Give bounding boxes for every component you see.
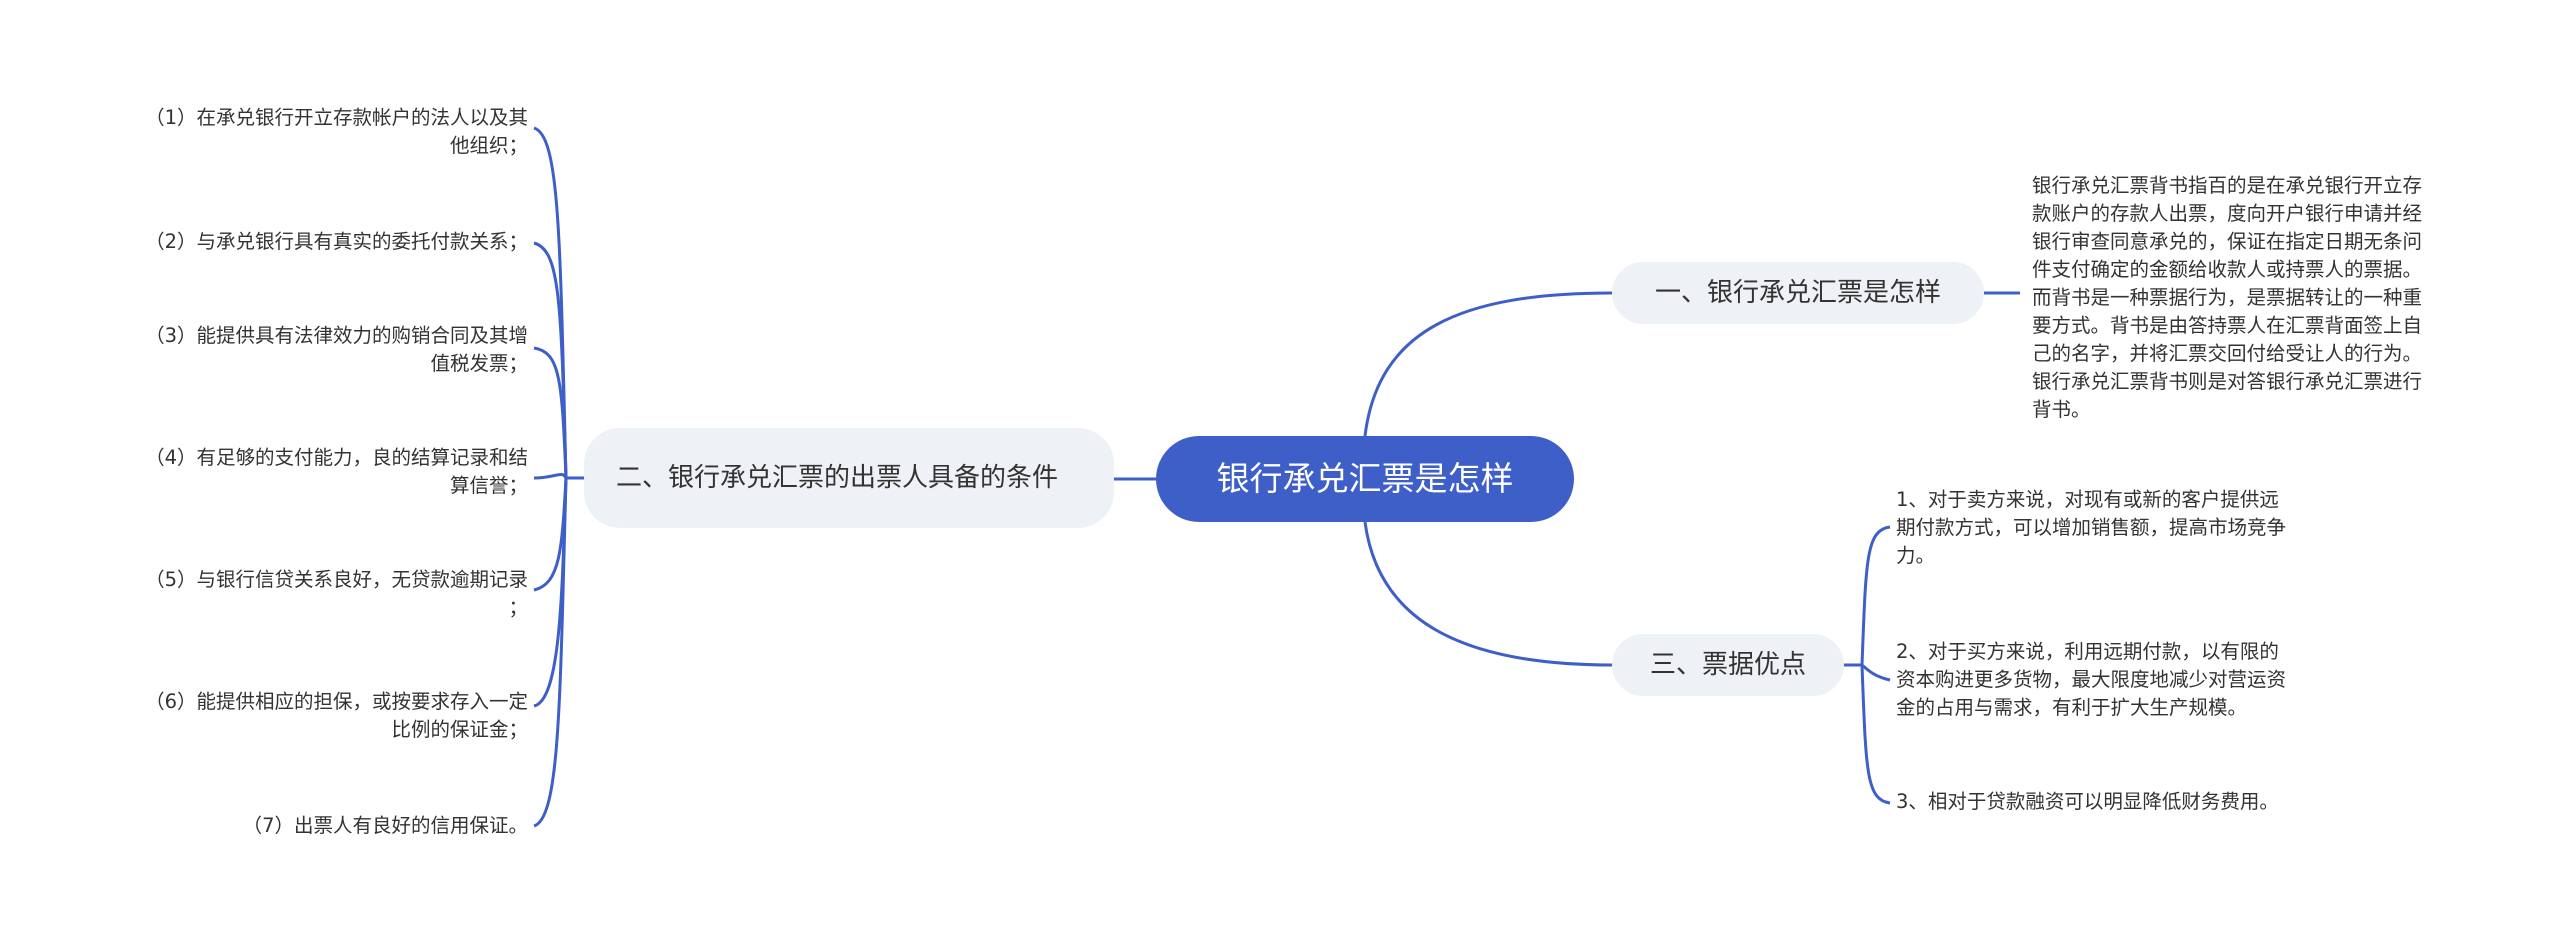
leaf-node-1-1[interactable]: 银行承兑汇票背书指百的是在承兑银行开立存 款账户的存款人出票，度向开户银行申请并… <box>2032 172 2472 424</box>
leaf-text: 银行承兑汇票背书指百的是在承兑银行开立存 款账户的存款人出票，度向开户银行申请并… <box>2032 174 2423 421</box>
leaf-node-2-7[interactable]: （7）出票人有良好的信用保证。 <box>40 812 528 840</box>
leaf-text: 1、对于卖方来说，对现有或新的客户提供远 期付款方式，可以增加销售额，提高市场竞… <box>1896 488 2287 567</box>
leaf-node-3-1[interactable]: 1、对于卖方来说，对现有或新的客户提供远 期付款方式，可以增加销售额，提高市场竞… <box>1896 486 2346 570</box>
leaf-text: （3）能提供具有法律效力的购销合同及其增 值税发票； <box>145 324 528 375</box>
link-branch-3-leaf-1 <box>1860 525 1891 666</box>
branch-node-2[interactable]: 二、银行承兑汇票的出票人具备的条件 <box>584 428 1114 528</box>
leaf-node-2-5[interactable]: （5）与银行信贷关系良好，无贷款逾期记录 ； <box>40 566 528 622</box>
leaf-text: （7）出票人有良好的信用保证。 <box>242 814 528 837</box>
leaf-node-2-1[interactable]: （1）在承兑银行开立存款帐户的法人以及其 他组织； <box>40 104 528 160</box>
branch-node-1[interactable]: 一、银行承兑汇票是怎样 <box>1612 262 1984 324</box>
branch-label: 二、银行承兑汇票的出票人具备的条件 <box>616 463 1059 493</box>
leaf-node-2-4[interactable]: （4）有足够的支付能力，良的结算记录和结 算信誉； <box>40 444 528 500</box>
link-branch-2-leaf-7 <box>533 477 568 828</box>
leaf-node-3-2[interactable]: 2、对于买方来说，利用远期付款，以有限的 资本购进更多货物，最大限度地减少对营运… <box>1896 638 2346 722</box>
branch-node-3[interactable]: 三、票据优点 <box>1612 634 1844 696</box>
leaf-text: （2）与承兑银行具有真实的委托付款关系； <box>145 230 528 253</box>
leaf-node-2-3[interactable]: （3）能提供具有法律效力的购销合同及其增 值税发票； <box>40 322 528 378</box>
link-branch-2-leaf-3 <box>533 346 568 479</box>
link-root-branch-3 <box>1363 521 1613 667</box>
link-root-branch-1 <box>1363 291 1613 437</box>
leaf-text: （5）与银行信贷关系良好，无贷款逾期记录 ； <box>145 568 528 619</box>
root-node[interactable]: 银行承兑汇票是怎样 <box>1156 436 1574 522</box>
leaf-node-2-6[interactable]: （6）能提供相应的担保，或按要求存入一定 比例的保证金； <box>40 688 528 744</box>
link-branch-2-leaf-1 <box>533 126 568 479</box>
branch-label: 一、银行承兑汇票是怎样 <box>1654 278 1941 308</box>
branch-label: 三、票据优点 <box>1649 650 1806 680</box>
leaf-text: （4）有足够的支付能力，良的结算记录和结 算信誉； <box>145 446 528 497</box>
link-branch-2-leaf-4 <box>533 472 568 480</box>
leaf-text: 3、相对于贷款融资可以明显降低财务费用。 <box>1896 790 2279 813</box>
link-branch-3-leaf-2 <box>1861 663 1891 682</box>
leaf-text: （1）在承兑银行开立存款帐户的法人以及其 他组织； <box>145 106 528 157</box>
link-branch-3-leaf-3 <box>1860 664 1891 805</box>
leaf-text: （6）能提供相应的担保，或按要求存入一定 比例的保证金； <box>145 690 528 741</box>
leaf-node-3-3[interactable]: 3、相对于贷款融资可以明显降低财务费用。 <box>1896 788 2346 816</box>
leaf-node-2-2[interactable]: （2）与承兑银行具有真实的委托付款关系； <box>40 228 528 256</box>
leaf-text: 2、对于买方来说，利用远期付款，以有限的 资本购进更多货物，最大限度地减少对营运… <box>1896 640 2287 719</box>
